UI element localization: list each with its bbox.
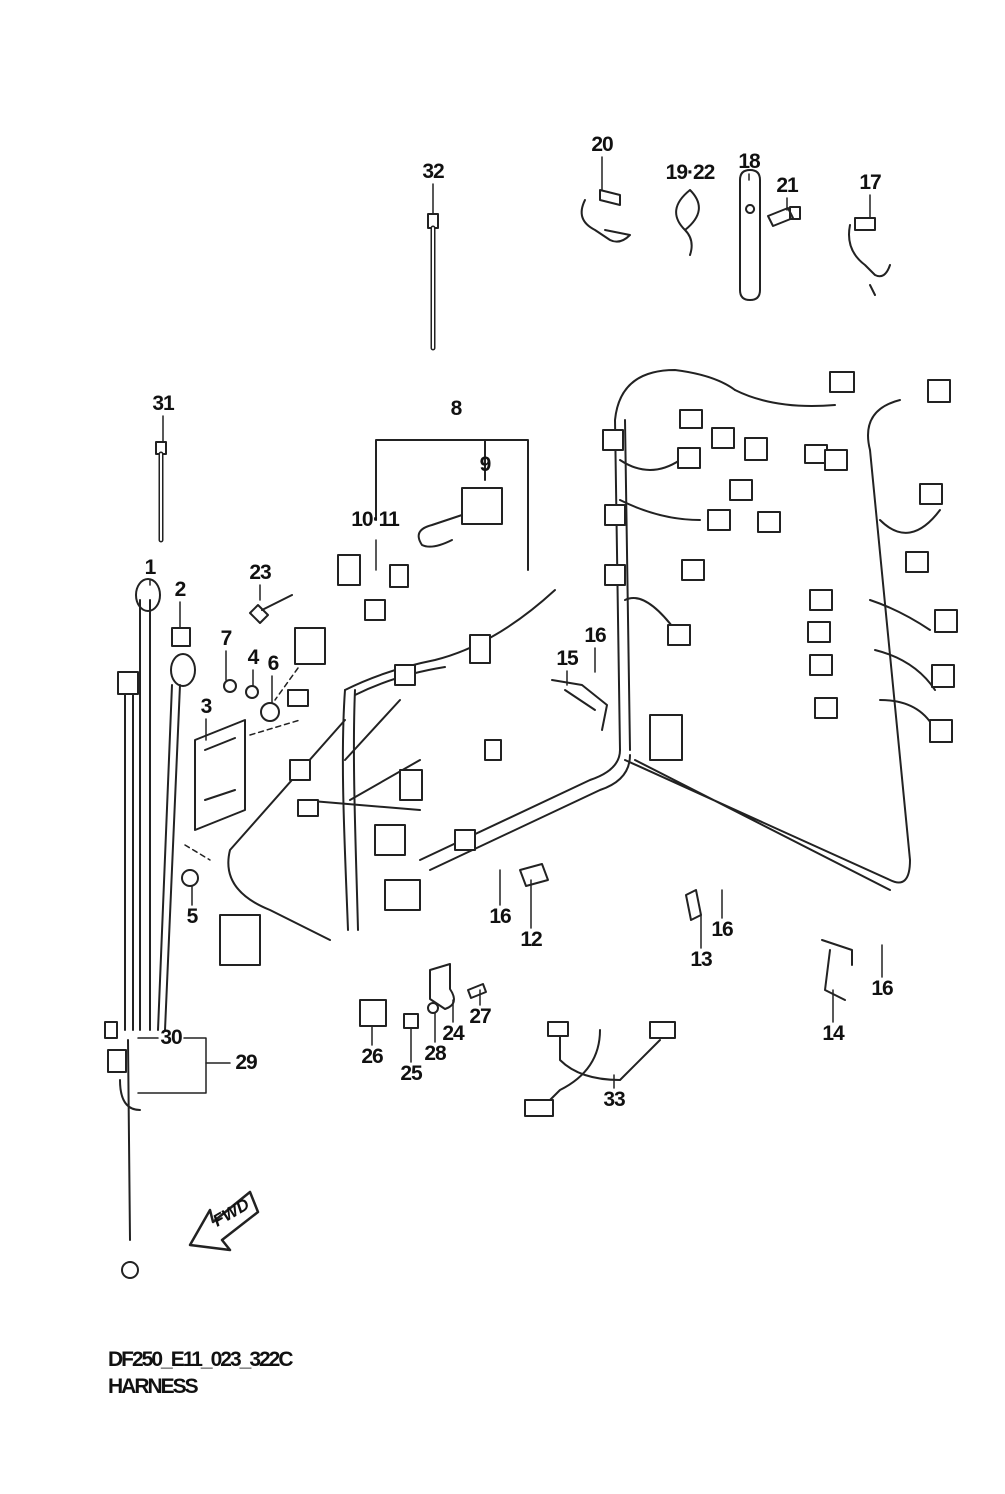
relay-9 — [461, 487, 503, 525]
callout-30: 30 — [160, 1026, 182, 1049]
callout-16: 16 — [871, 977, 893, 1000]
callout-18: 18 — [738, 150, 760, 173]
clamp-17 — [848, 217, 891, 296]
callout-20: 20 — [591, 133, 613, 156]
bracket-3 — [194, 719, 246, 831]
callout-1: 1 — [144, 556, 157, 579]
callout-33: 33 — [603, 1088, 625, 1111]
diagram-title: HARNESS — [108, 1375, 199, 1398]
callout-3: 3 — [200, 695, 213, 718]
callout-15: 15 — [556, 647, 578, 670]
main-harness — [227, 369, 941, 941]
bracket-15 — [551, 679, 608, 731]
callout-28: 28 — [424, 1042, 446, 1065]
sub-harness-33 — [539, 1029, 661, 1111]
bracket-12 — [519, 863, 549, 887]
callout-27: 27 — [469, 1005, 491, 1028]
clamp-20 — [580, 189, 631, 243]
connectors — [219, 371, 958, 966]
callout-2: 2 — [174, 578, 187, 601]
grommet-5 — [181, 869, 199, 887]
callout-31: 31 — [152, 392, 174, 415]
callout-16: 16 — [489, 905, 511, 928]
nut-2 — [171, 627, 191, 647]
battery-cables — [104, 578, 196, 1279]
callout-16: 16 — [584, 624, 606, 647]
callout-9: 9 — [479, 453, 492, 476]
callout-17: 17 — [859, 171, 881, 194]
bracket-8 — [375, 439, 529, 571]
callout-16: 16 — [711, 918, 733, 941]
washer-28 — [427, 1002, 439, 1014]
callout-4: 4 — [247, 646, 260, 669]
callout-24: 24 — [442, 1022, 464, 1045]
collar-4 — [245, 685, 259, 699]
callout-6: 6 — [267, 652, 280, 675]
callout-12: 12 — [520, 928, 542, 951]
band-18 — [739, 169, 761, 301]
callout-5: 5 — [186, 905, 199, 928]
cap-25 — [403, 1013, 419, 1029]
callout-25: 25 — [400, 1062, 422, 1085]
callout-21: 21 — [776, 174, 798, 197]
bracket-13 — [685, 889, 702, 921]
bolt-23 — [249, 594, 293, 624]
clip-19-22 — [675, 189, 700, 256]
bolt-27 — [467, 983, 487, 999]
cable-tie-31 — [155, 441, 167, 543]
bracket-14 — [821, 939, 853, 1001]
callout-14: 14 — [822, 1022, 844, 1045]
callout-29: 29 — [235, 1051, 257, 1074]
diagram-code: DF250_E11_023_322C — [108, 1348, 294, 1371]
callout-26: 26 — [361, 1045, 383, 1068]
callout-32: 32 — [422, 160, 444, 183]
callout-23: 23 — [249, 561, 271, 584]
cable-tie-32 — [427, 213, 439, 351]
callout-13: 13 — [690, 948, 712, 971]
fwd-arrow — [188, 1190, 260, 1252]
cap-26 — [359, 999, 387, 1027]
bolt-7 — [223, 679, 237, 693]
bolt-21 — [767, 206, 801, 227]
callout-19-22: 19·22 — [665, 161, 716, 184]
leader-lines — [137, 156, 883, 1094]
callout-7: 7 — [220, 627, 233, 650]
callout-10-11: 10·11 — [351, 508, 400, 531]
grommet-6 — [260, 702, 280, 722]
callout-8: 8 — [450, 397, 463, 420]
